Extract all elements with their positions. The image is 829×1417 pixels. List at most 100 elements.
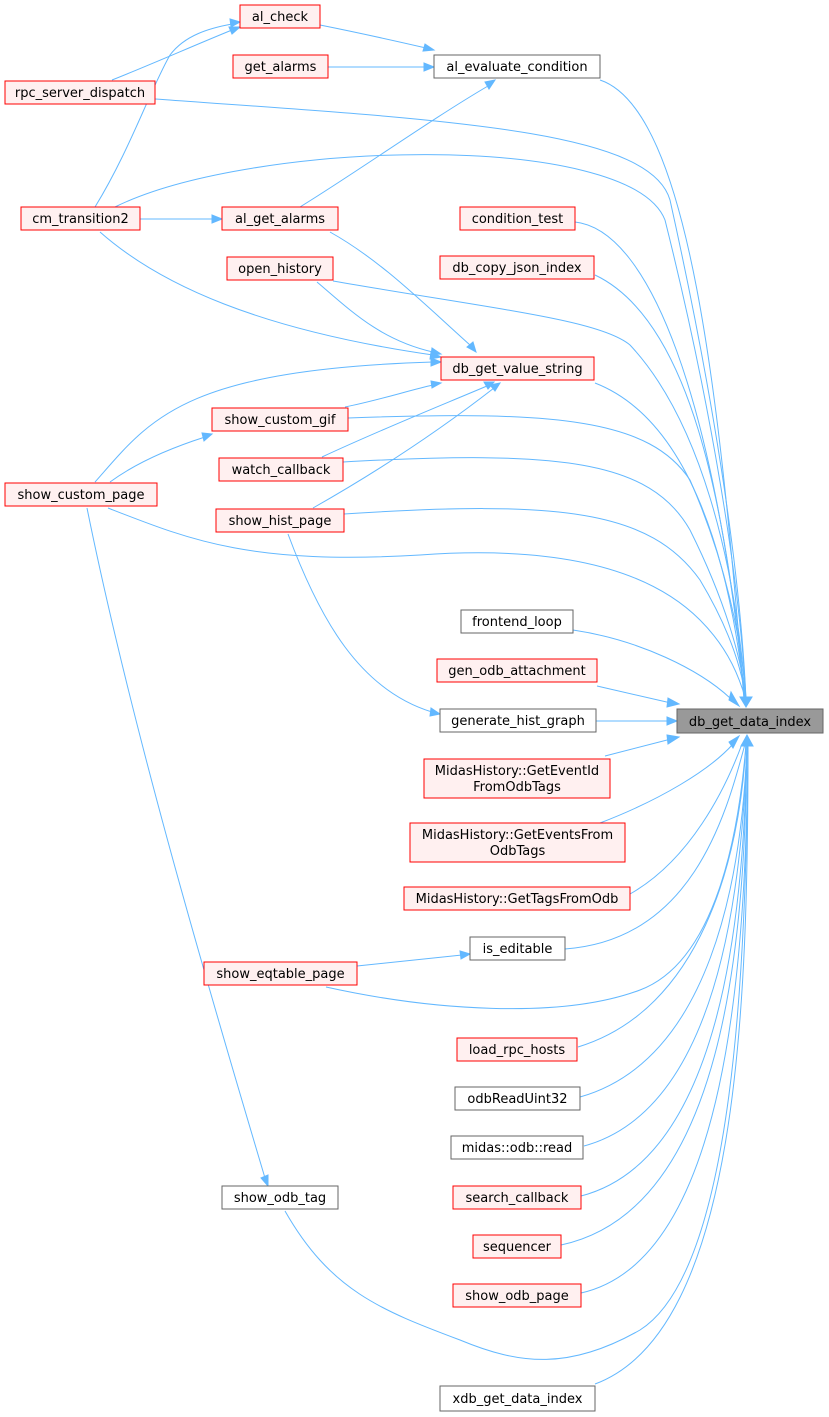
edge-show-custom-page-to-target: [107, 507, 747, 701]
edge-cm-transition2-to-target: [114, 154, 747, 701]
arrowhead: [728, 734, 741, 749]
node-label: load_rpc_hosts: [469, 1043, 566, 1058]
node-label: xdb_get_data_index: [453, 1392, 583, 1407]
node-show-odb-page[interactable]: show_odb_page: [452, 1283, 582, 1308]
node-label: condition_test: [472, 212, 564, 227]
node-al-get-alarms[interactable]: al_get_alarms: [221, 206, 339, 231]
node-label: frontend_loop: [472, 615, 562, 630]
edge-search-callback-to-target: [580, 743, 748, 1197]
arrowhead: [728, 690, 741, 708]
node-label-line1: MidasHistory::GetEventId: [435, 764, 599, 779]
node-condition-test[interactable]: condition_test: [459, 206, 576, 231]
arrowhead: [422, 43, 436, 52]
node-label: midas::odb::read: [462, 1141, 573, 1156]
edge-get-event-id-to-target: [604, 738, 672, 757]
arrowhead: [430, 380, 443, 389]
edge-show-eqtable-page-to-target: [325, 743, 747, 1010]
target-arrowheads: [666, 690, 754, 749]
node-label: sequencer: [483, 1240, 552, 1255]
node-midas-history-get-events-from-odb-tags[interactable]: MidasHistory::GetEventsFrom OdbTags: [409, 822, 626, 863]
edge-show-custom-gif-to-target: [347, 415, 747, 701]
node-label-line1: MidasHistory::GetEventsFrom: [422, 828, 613, 843]
node-show-odb-tag[interactable]: show_odb_tag: [221, 1185, 339, 1210]
node-midas-history-get-tags-from-odb[interactable]: MidasHistory::GetTagsFromOdb: [403, 886, 631, 911]
edge-rpc-server-dispatch-to-al-check: [111, 29, 233, 81]
node-label: show_eqtable_page: [216, 967, 344, 982]
edge-frontend-loop-to-target: [572, 629, 731, 699]
edge-rpc-server-dispatch-to-target: [154, 98, 747, 701]
node-label: db_get_data_index: [689, 715, 812, 730]
node-label: is_editable: [483, 942, 553, 957]
edge-cm-transition2-to-al-check: [94, 23, 233, 208]
arrowhead: [484, 79, 497, 90]
arrowhead: [666, 716, 679, 726]
node-label: show_odb_tag: [234, 1191, 326, 1206]
arrowhead: [211, 214, 224, 224]
graph-edges: [86, 18, 754, 1385]
arrowhead: [666, 697, 681, 708]
edge-is-editable-to-target: [564, 743, 746, 950]
edge-gen-odb-attachment-to-target: [596, 685, 672, 704]
node-get-alarms[interactable]: get_alarms: [232, 54, 329, 79]
node-label: gen_odb_attachment: [448, 664, 585, 679]
node-frontend-loop[interactable]: frontend_loop: [460, 609, 574, 634]
node-label: watch_callback: [232, 463, 331, 478]
node-load-rpc-hosts[interactable]: load_rpc_hosts: [456, 1037, 578, 1062]
edge-condition-test-to-target: [574, 221, 746, 701]
edge-open-history-to-target: [332, 280, 747, 701]
node-open-history[interactable]: open_history: [226, 256, 334, 281]
node-al-check[interactable]: al_check: [239, 4, 321, 29]
node-gen-odb-attachment[interactable]: gen_odb_attachment: [436, 658, 598, 683]
edge-al-evaluate-condition-to-target: [599, 79, 745, 701]
node-label: generate_hist_graph: [451, 714, 585, 729]
node-label-line2: FromOdbTags: [473, 780, 561, 795]
arrowhead: [489, 382, 502, 392]
arrowhead: [459, 950, 472, 960]
node-cm-transition2[interactable]: cm_transition2: [20, 206, 141, 231]
node-db-get-value-string[interactable]: db_get_value_string: [440, 356, 595, 381]
node-search-callback[interactable]: search_callback: [452, 1185, 582, 1210]
node-label: rpc_server_dispatch: [15, 86, 145, 101]
node-label: db_get_value_string: [452, 362, 582, 377]
edge-al-get-alarms-to-db-get-value-string: [329, 231, 471, 346]
node-show-custom-gif[interactable]: show_custom_gif: [211, 407, 349, 432]
edge-db-copy-json-index-to-target: [594, 274, 746, 701]
node-label: show_custom_gif: [225, 413, 336, 428]
node-midas-odb-read[interactable]: midas::odb::read: [450, 1135, 584, 1160]
arrowhead: [429, 351, 443, 360]
edge-show-hist-page-to-generate-hist-graph: [287, 533, 433, 713]
edge-show-custom-gif-to-db-get-value-string: [344, 384, 434, 408]
node-xdb-get-data-index[interactable]: xdb_get_data_index: [439, 1385, 596, 1412]
edge-show-eqtable-page-to-is-editable: [356, 954, 463, 967]
node-watch-callback[interactable]: watch_callback: [218, 457, 344, 482]
node-label: open_history: [238, 262, 322, 277]
node-rpc-server-dispatch[interactable]: rpc_server_dispatch: [4, 80, 156, 105]
arrowhead: [430, 357, 443, 367]
node-midas-history-get-event-id-from-odb-tags[interactable]: MidasHistory::GetEventId FromOdbTags: [423, 758, 611, 799]
edge-show-custom-page-to-show-odb-tag: [86, 507, 266, 1179]
node-odb-read-uint32[interactable]: odbReadUint32: [454, 1086, 581, 1111]
node-al-evaluate-condition[interactable]: al_evaluate_condition: [433, 54, 601, 79]
edge-get-events-to-target: [599, 743, 734, 824]
node-label: al_check: [252, 10, 309, 25]
edge-show-custom-page-to-show-custom-gif: [109, 436, 206, 483]
node-db-copy-json-index[interactable]: db_copy_json_index: [439, 255, 595, 280]
edge-show-hist-page-to-db-get-value-string: [312, 387, 495, 509]
node-label: odbReadUint32: [467, 1092, 567, 1107]
node-db-get-data-index[interactable]: db_get_data_index: [676, 708, 824, 734]
node-generate-hist-graph[interactable]: generate_hist_graph: [439, 708, 597, 733]
node-is-editable[interactable]: is_editable: [469, 936, 566, 961]
node-show-eqtable-page[interactable]: show_eqtable_page: [203, 961, 358, 986]
node-show-hist-page[interactable]: show_hist_page: [215, 508, 345, 533]
node-label: al_get_alarms: [235, 212, 325, 227]
edge-midas-odb-read-to-target: [583, 743, 748, 1147]
node-sequencer[interactable]: sequencer: [472, 1234, 562, 1259]
node-label: al_evaluate_condition: [446, 60, 587, 75]
edge-show-hist-page-to-target: [343, 508, 747, 701]
edge-open-history-to-db-get-value-string: [316, 281, 434, 353]
arrowhead: [228, 26, 242, 35]
arrowhead: [260, 1174, 269, 1188]
node-show-custom-page[interactable]: show_custom_page: [4, 482, 158, 507]
node-label: search_callback: [466, 1191, 569, 1206]
